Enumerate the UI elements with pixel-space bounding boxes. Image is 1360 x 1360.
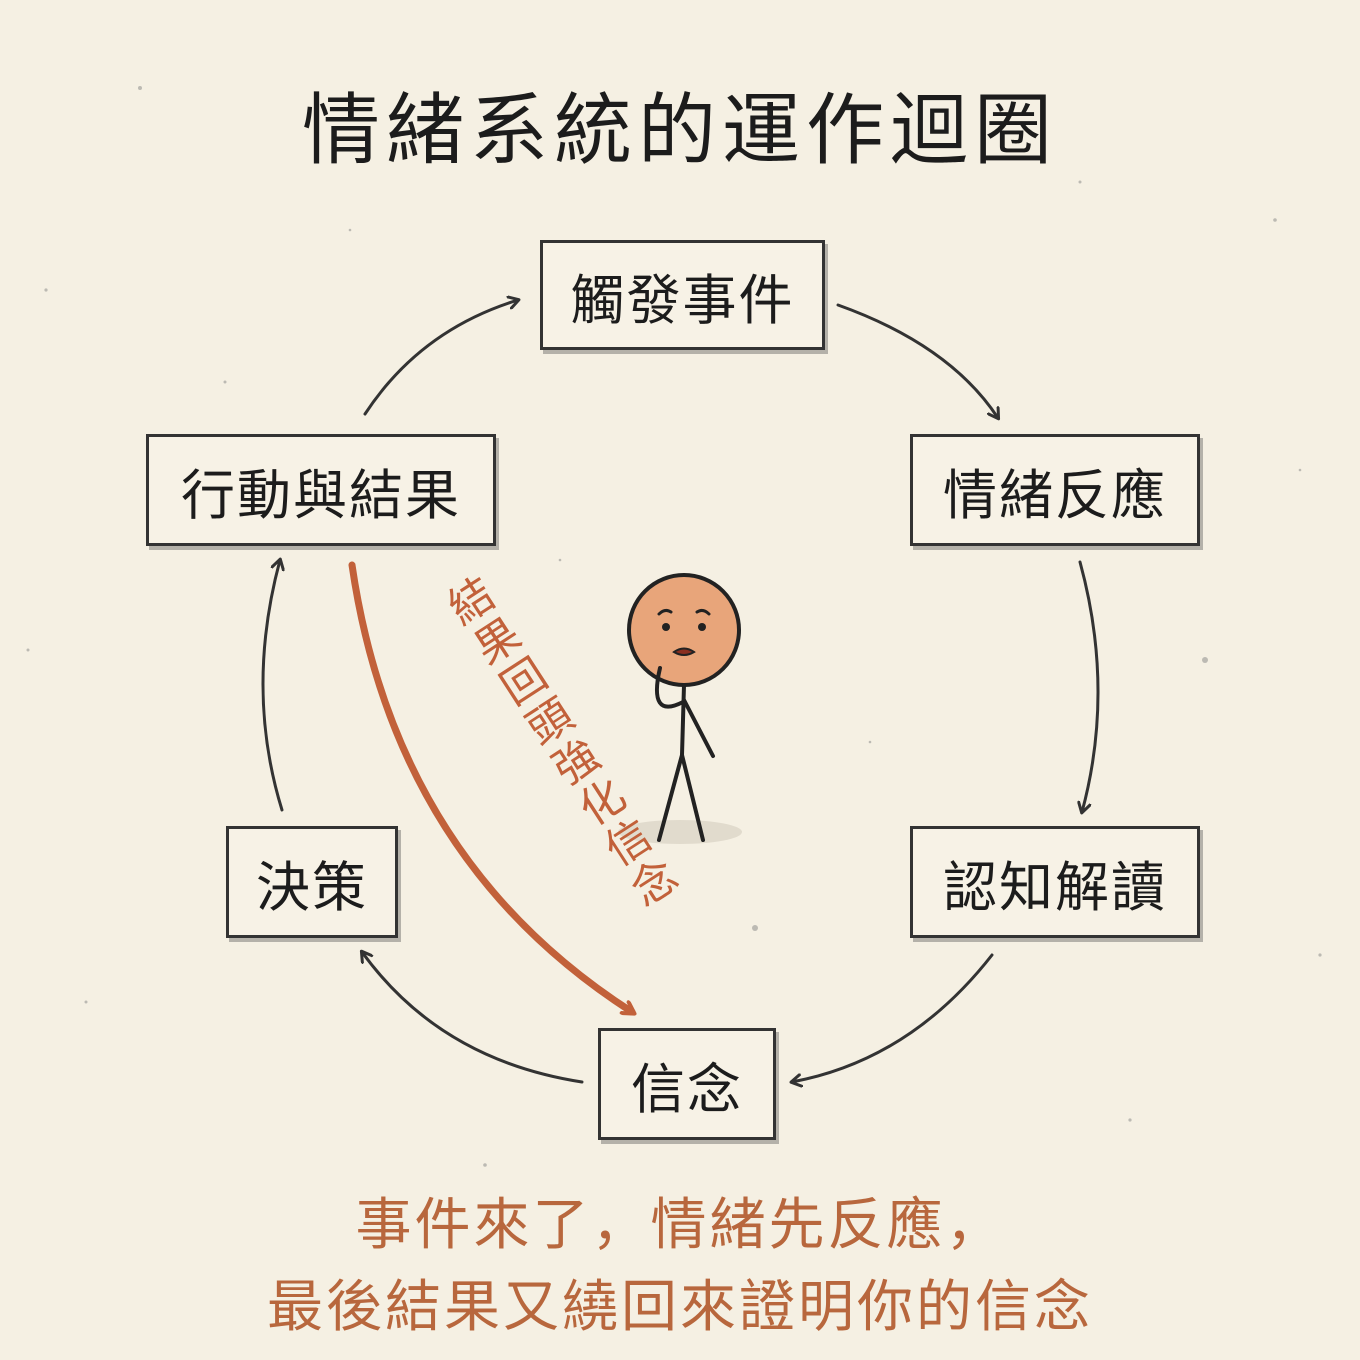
caption-line-1: 事件來了，情緒先反應， bbox=[355, 1193, 1005, 1258]
worried-stick-figure-icon bbox=[618, 573, 742, 844]
step-belief: 信念 bbox=[598, 1028, 776, 1140]
arrow-action-to-trigger bbox=[363, 300, 518, 416]
arrow-decision-to-action bbox=[261, 560, 282, 812]
step-decision: 決策 bbox=[226, 826, 398, 938]
step-action-and-result: 行動與結果 bbox=[146, 434, 496, 546]
arrow-belief-to-decision bbox=[362, 952, 584, 1084]
arrow-trigger-to-emotion bbox=[836, 303, 998, 418]
step-trigger-event: 觸發事件 bbox=[540, 240, 825, 350]
step-cognitive-interpretation: 認知解讀 bbox=[910, 826, 1200, 938]
arrow-emotion-to-cognition bbox=[1080, 560, 1100, 812]
step-emotional-response: 情緒反應 bbox=[910, 434, 1200, 546]
page-title: 情緒系統的運作迴圈 bbox=[301, 86, 1058, 176]
caption-line-2: 最後結果又繞回來證明你的信念 bbox=[267, 1275, 1093, 1340]
arrow-cognition-to-belief bbox=[792, 953, 994, 1082]
feedback-arrow bbox=[348, 561, 632, 1012]
paper-speckles bbox=[26, 86, 1322, 1167]
